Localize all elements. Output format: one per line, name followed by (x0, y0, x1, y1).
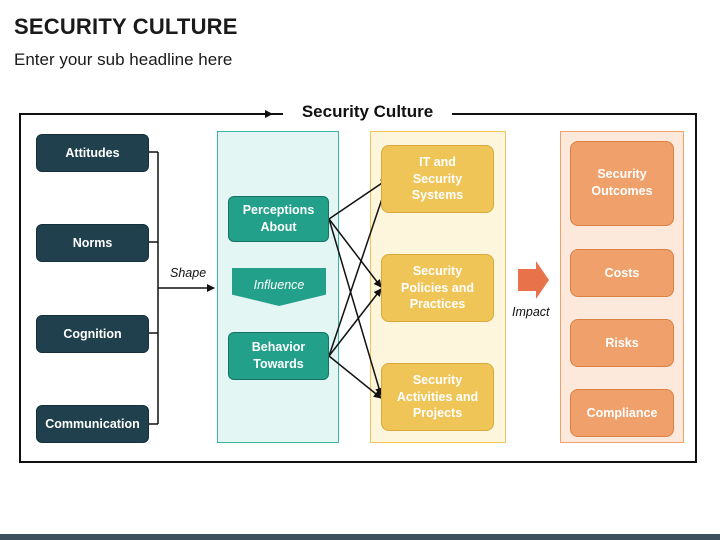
policies-box: Security Policies and Practices (381, 254, 494, 322)
impact-arrow (518, 261, 549, 299)
activities-box: Security Activities and Projects (381, 363, 494, 431)
arrow-perceptions-to-it (328, 178, 389, 220)
arrow-behavior-to-it (328, 180, 390, 357)
shape-label: Shape (170, 266, 207, 280)
arrow-perceptions-to-policies (328, 218, 382, 288)
security-outcomes-box: Security Outcomes (570, 141, 674, 226)
outer-frame (19, 114, 697, 463)
cognition-box: Cognition (36, 315, 149, 353)
risks-box: Risks (570, 319, 674, 367)
behavior-box: Behavior Towards (228, 332, 329, 380)
perceptions-box: Perceptions About (228, 196, 329, 242)
arrow-behavior-to-policies (328, 288, 382, 357)
norms-box: Norms (36, 224, 149, 262)
arrow-perceptions-to-activities (328, 218, 383, 396)
costs-box: Costs (570, 249, 674, 297)
page-title: SECURITY CULTURE (14, 14, 238, 39)
communication-box: Communication (36, 405, 149, 443)
it-systems-box: IT and Security Systems (381, 145, 494, 213)
compliance-box: Compliance (570, 389, 674, 437)
frame-title: Security Culture (301, 102, 434, 121)
impact-label: Impact (512, 305, 550, 319)
attitudes-box: Attitudes (36, 134, 149, 172)
frame-top-right-border (452, 113, 697, 115)
arrow-behavior-to-activities (328, 355, 382, 399)
page-subtitle: Enter your sub headline here (14, 50, 233, 69)
bottom-bar (0, 534, 720, 540)
